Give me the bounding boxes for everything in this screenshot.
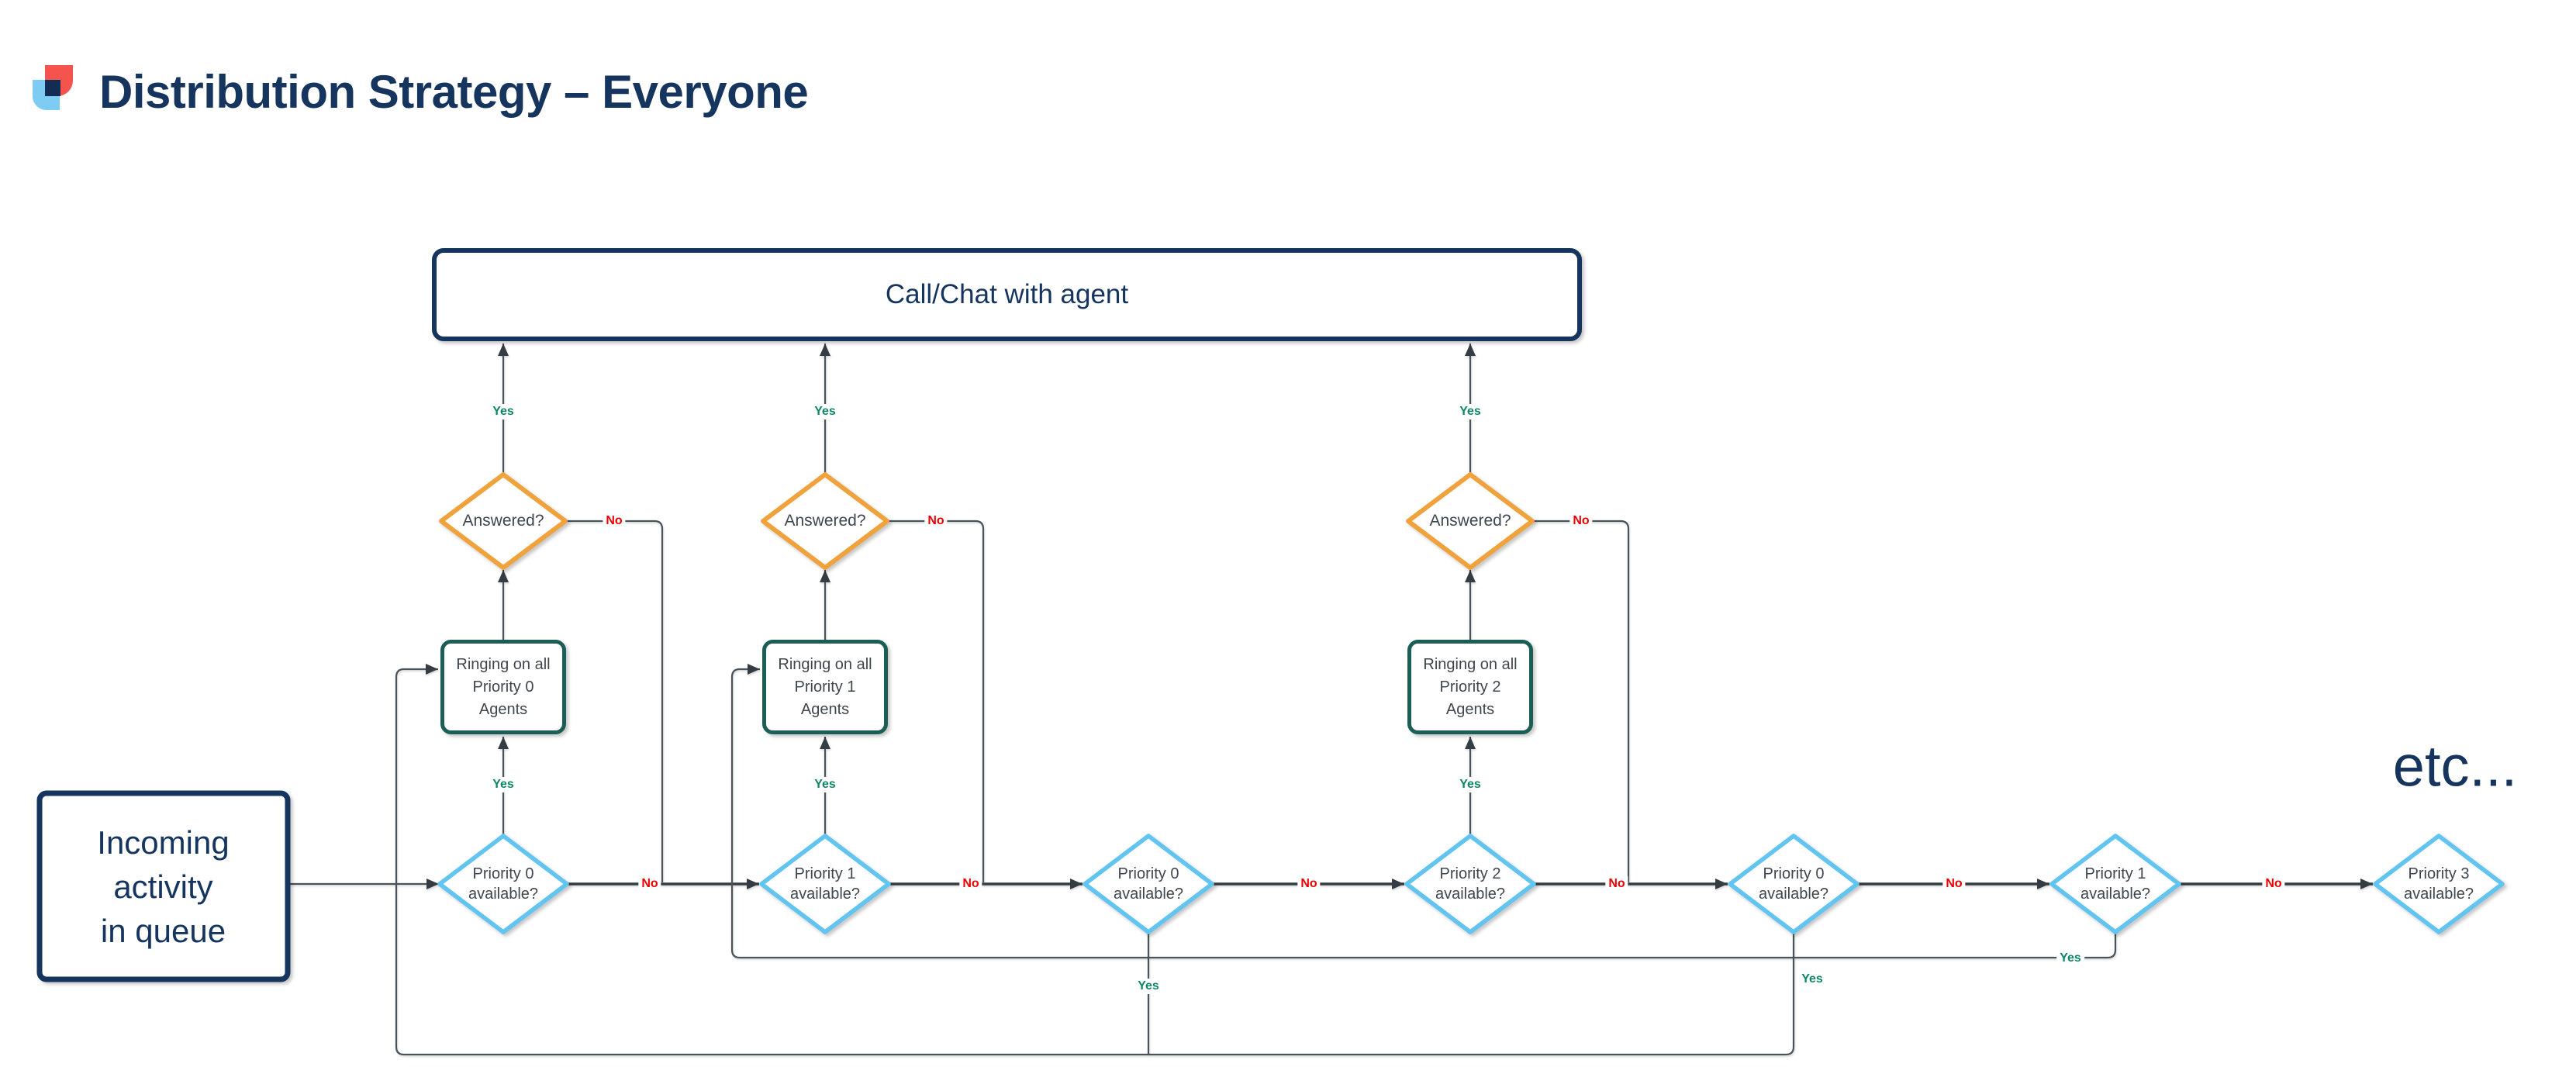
node-incoming-activity <box>36 790 291 982</box>
label-yes-decision5: Yes <box>1798 972 1826 987</box>
decision3-label: Priority 0 available? <box>1113 865 1184 903</box>
node-ringing-priority0 <box>440 640 566 734</box>
label-no-answered1: No <box>603 513 626 529</box>
node-answered-2 <box>761 472 889 570</box>
answered2-label: Answered? <box>784 512 866 530</box>
etc-continuation-label: etc... <box>2392 734 2518 799</box>
label-no-decision5: No <box>1942 876 1966 892</box>
label-yes-decision6: Yes <box>2056 951 2084 966</box>
node-decision-4 <box>1404 834 1536 934</box>
logo-navy-quadrant <box>45 80 60 96</box>
label-yes-decision3: Yes <box>1134 979 1162 994</box>
decision4-label: Priority 2 available? <box>1435 865 1506 903</box>
node-call-chat-with-agent <box>432 248 1582 341</box>
label-yes-decision2: Yes <box>811 777 839 792</box>
incoming-activity-label: Incoming activity in queue <box>97 823 230 949</box>
node-ringing-priority1 <box>762 640 888 734</box>
ringing-priority1-label: Ringing on all Priority 1 Agents <box>778 655 872 718</box>
node-decision-5 <box>1728 834 1859 934</box>
node-decision-6 <box>2049 834 2181 934</box>
label-no-answered2: No <box>924 513 948 529</box>
label-no-decision1: No <box>638 876 661 892</box>
decision2-label: Priority 1 available? <box>789 865 861 903</box>
edge-answered3-no-loop <box>1534 520 1630 882</box>
node-decision-1 <box>437 834 569 934</box>
decision5-label: Priority 0 available? <box>1758 865 1829 903</box>
edge-decision5-yes-ringing1 <box>395 664 1795 1056</box>
decision6-label: Priority 1 available? <box>2080 865 2151 903</box>
ringing-priority0-label: Ringing on all Priority 0 Agents <box>456 655 551 718</box>
node-ringing-priority2 <box>1407 640 1533 734</box>
edge-decision6-yes-ringing2 <box>730 664 2117 959</box>
label-no-decision3: No <box>1297 876 1321 892</box>
decision1-label: Priority 0 available? <box>468 865 539 903</box>
label-yes-decision1: Yes <box>489 777 517 792</box>
node-decision-3 <box>1083 834 1214 934</box>
edge-answered2-no-loop <box>889 520 985 882</box>
node-decision-2 <box>759 834 891 934</box>
label-no-answered3: No <box>1569 513 1593 529</box>
node-decision-7 <box>2373 834 2505 934</box>
call-chat-label: Call/Chat with agent <box>885 279 1129 309</box>
answered3-label: Answered? <box>1429 512 1511 530</box>
label-yes-answered2: Yes <box>811 404 839 419</box>
label-no-decision4: No <box>1605 876 1628 892</box>
label-yes-decision4: Yes <box>1456 777 1484 792</box>
node-answered-1 <box>439 472 568 570</box>
ringing-priority2-label: Ringing on all Priority 2 Agents <box>1423 655 1518 718</box>
answered1-label: Answered? <box>462 512 544 530</box>
brand-logo-icon <box>33 65 73 110</box>
page-title: Distribution Strategy – Everyone <box>99 66 809 118</box>
label-yes-answered1: Yes <box>489 404 517 419</box>
decision7-label: Priority 3 available? <box>2403 865 2474 903</box>
label-no-decision6: No <box>2262 876 2285 892</box>
label-yes-answered3: Yes <box>1456 404 1484 419</box>
node-answered-3 <box>1406 472 1535 570</box>
edge-answered1-no-loop <box>567 520 664 882</box>
label-no-decision2: No <box>959 876 982 892</box>
